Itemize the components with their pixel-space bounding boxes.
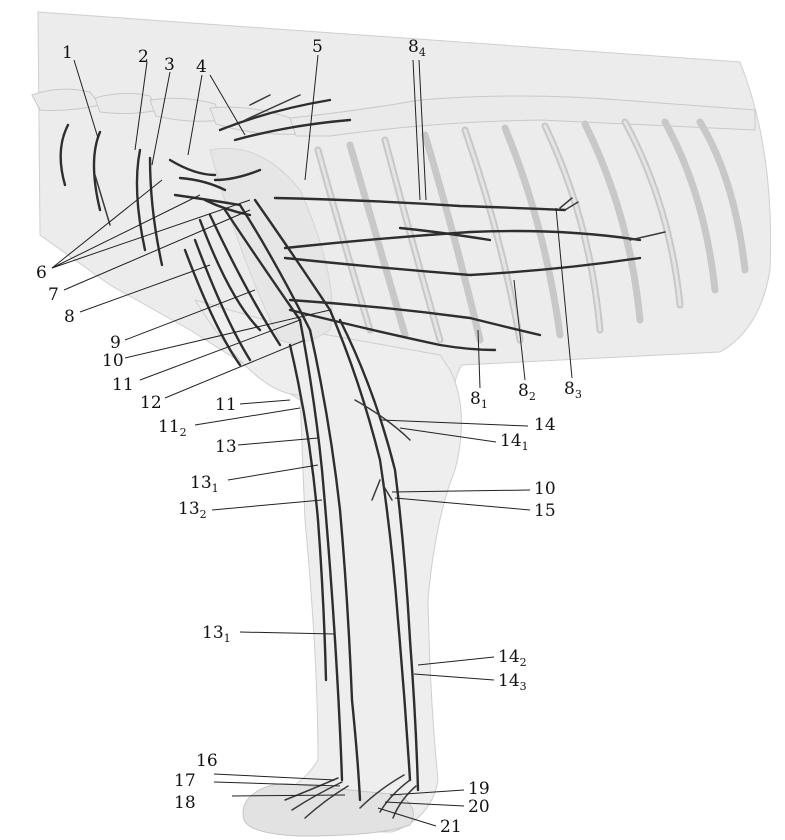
label-3: 3 [164,55,175,75]
label-13-2: 132 [178,499,207,521]
label-13-1-upper: 131 [190,473,219,495]
label-11-upper: 11 [112,375,134,395]
label-1: 1 [62,43,73,63]
label-18: 18 [174,793,196,813]
label-13-1-lower: 131 [202,623,231,645]
label-14-3: 143 [498,671,527,693]
label-2: 2 [138,47,149,67]
label-8-1: 81 [470,389,488,411]
label-8-3: 83 [564,379,582,401]
label-17: 17 [174,771,196,791]
label-13: 13 [215,437,237,457]
label-4: 4 [196,57,207,77]
label-8: 8 [64,307,75,327]
label-5: 5 [312,37,323,57]
label-14-1: 141 [500,431,529,453]
label-9: 9 [110,333,121,353]
label-7: 7 [48,285,59,305]
label-21: 21 [440,817,462,837]
label-16: 16 [196,751,218,771]
label-8-2: 82 [518,381,536,403]
label-11-2: 112 [158,417,187,439]
label-15: 15 [534,501,556,521]
label-11-lower: 11 [215,395,237,415]
label-12: 12 [140,393,162,413]
label-10-upper: 10 [102,351,124,371]
label-20: 20 [468,797,490,817]
label-10-lower: 10 [534,479,556,499]
label-19: 19 [468,779,490,799]
label-14: 14 [534,415,556,435]
forelimb-silhouette [195,300,461,832]
label-14-2: 142 [498,647,527,669]
label-6: 6 [36,263,47,283]
